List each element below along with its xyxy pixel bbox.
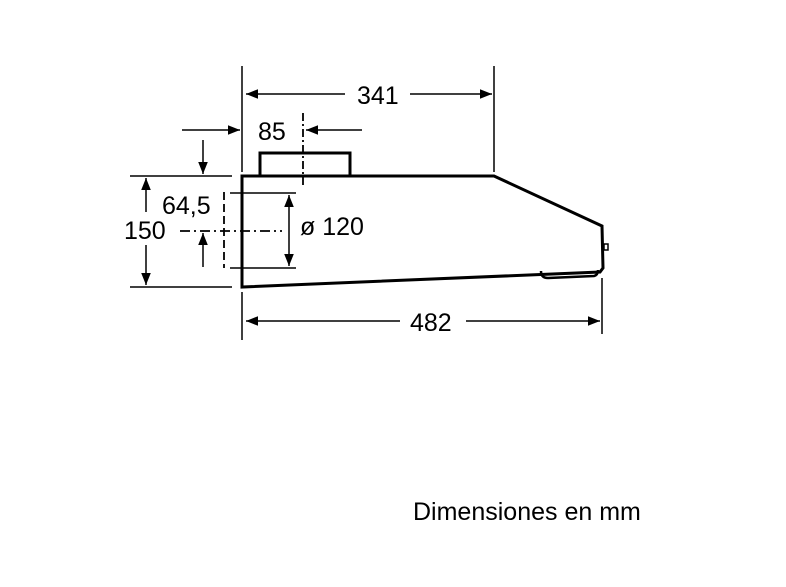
units-caption: Dimensiones en mm [413,498,641,526]
dim-85-label: 85 [258,118,286,146]
dim-64-5-label: 64,5 [162,192,211,220]
dim-482-label: 482 [410,309,452,337]
dim-120-label: ø 120 [300,213,364,241]
center-lines [180,113,304,268]
extension-lines [130,66,603,340]
dim-341-label: 341 [357,82,399,110]
dim-150-label: 150 [124,217,166,245]
hood-outline [240,151,609,289]
